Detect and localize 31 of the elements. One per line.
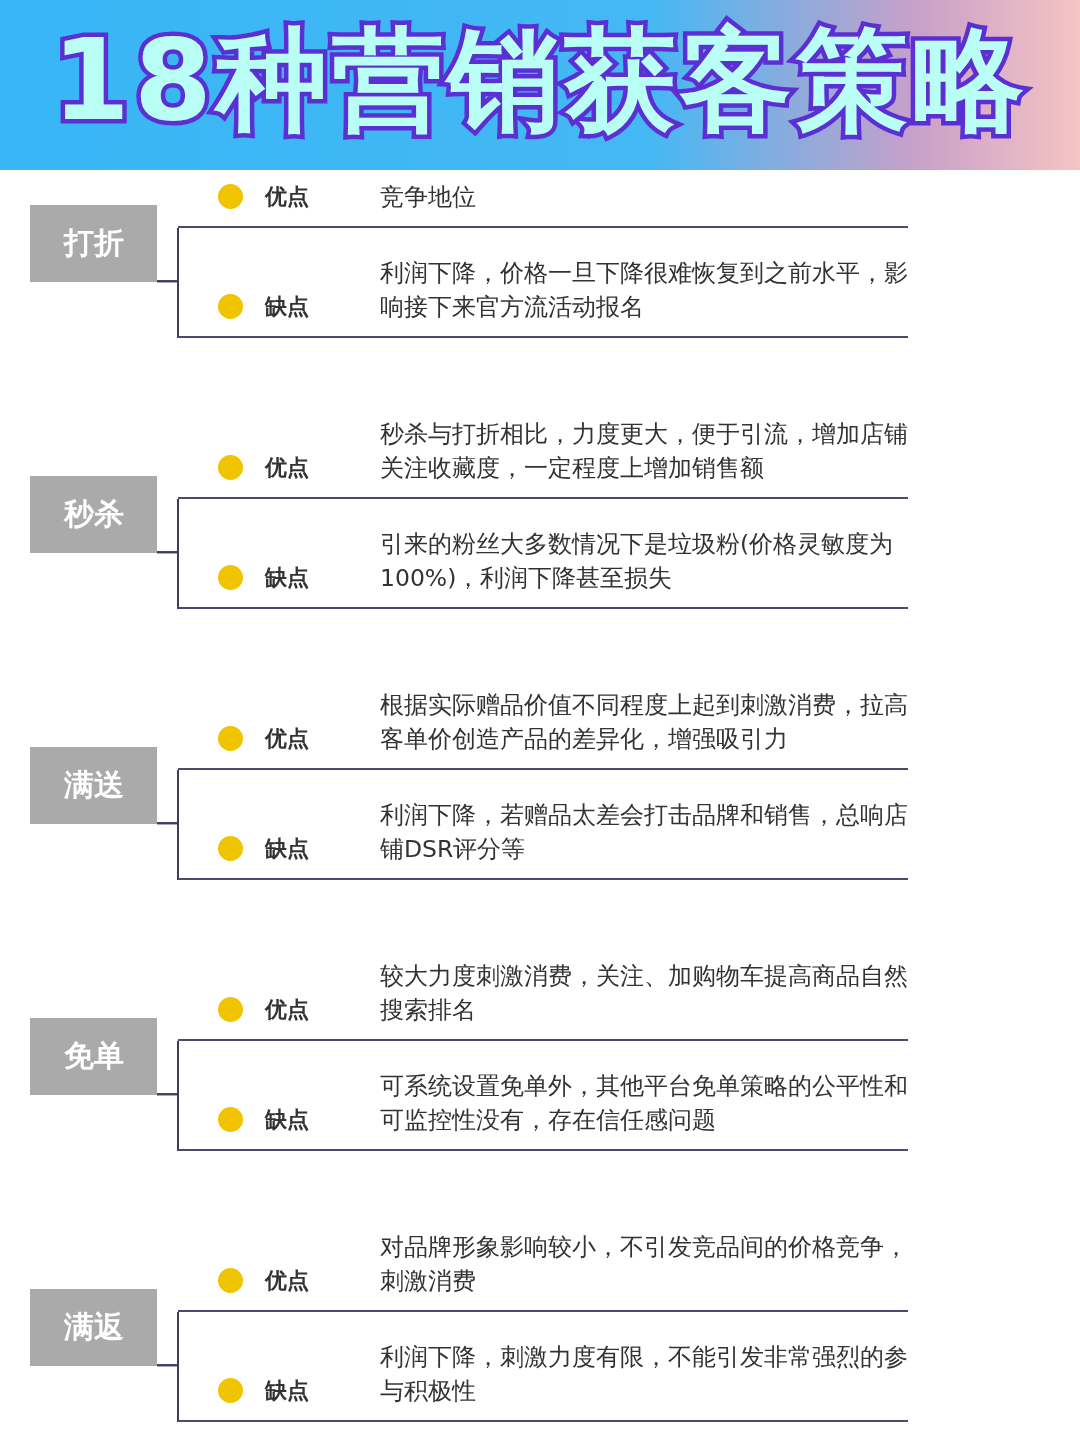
description-text: 利润下降，若赠品太差会打击品牌和销售，总响店铺DSR评分等 (380, 800, 908, 865)
description-text: 利润下降，刺激力度有限，不能引发非常强烈的参与积极性 (380, 1342, 908, 1407)
row-label: 缺点 (265, 1377, 310, 1405)
row-label: 缺点 (265, 293, 310, 321)
category-box: 秒杀 (30, 476, 157, 553)
category-box: 免单 (30, 1018, 157, 1095)
row-label: 优点 (265, 454, 310, 482)
title: 18种营销获客策略 (51, 14, 1029, 147)
connector-line (156, 1364, 179, 1423)
description-text: 利润下降，价格一旦下降很难恢复到之前水平，影响接下来官方流活动报名 (380, 258, 908, 323)
connector-line (156, 1093, 179, 1152)
description-text: 根据实际赠品价值不同程度上起到刺激消费，拉高客单价创造产品的差异化，增强吸引力 (380, 690, 908, 755)
row-label: 缺点 (265, 1106, 310, 1134)
row-label: 优点 (265, 725, 310, 753)
connector-line (156, 551, 179, 610)
connector-line (156, 280, 179, 339)
row-label: 缺点 (265, 835, 310, 863)
description-text: 竞争地位 (380, 182, 477, 213)
connector-line (156, 822, 179, 881)
description-text: 较大力度刺激消费，关注、加购物车提高商品自然搜索排名 (380, 961, 908, 1026)
description-text: 引来的粉丝大多数情况下是垃圾粉(价格灵敏度为100%)，利润下降甚至损失 (380, 529, 895, 594)
description-text: 可系统设置免单外，其他平台免单策略的公平性和可监控性没有，存在信任感问题 (380, 1071, 908, 1136)
category-box: 打折 (30, 205, 157, 282)
row-label: 优点 (265, 1267, 310, 1295)
category-box: 满送 (30, 747, 157, 824)
category-box: 满返 (30, 1289, 157, 1366)
description-text: 秒杀与打折相比，力度更大，便于引流，增加店铺关注收藏度，一定程度上增加销售额 (380, 419, 908, 484)
row-label: 优点 (265, 996, 310, 1024)
description-text: 对品牌形象影响较小，不引发竞品间的价格竞争，刺激消费 (380, 1232, 908, 1297)
row-label: 优点 (265, 183, 310, 211)
row-label: 缺点 (265, 564, 310, 592)
